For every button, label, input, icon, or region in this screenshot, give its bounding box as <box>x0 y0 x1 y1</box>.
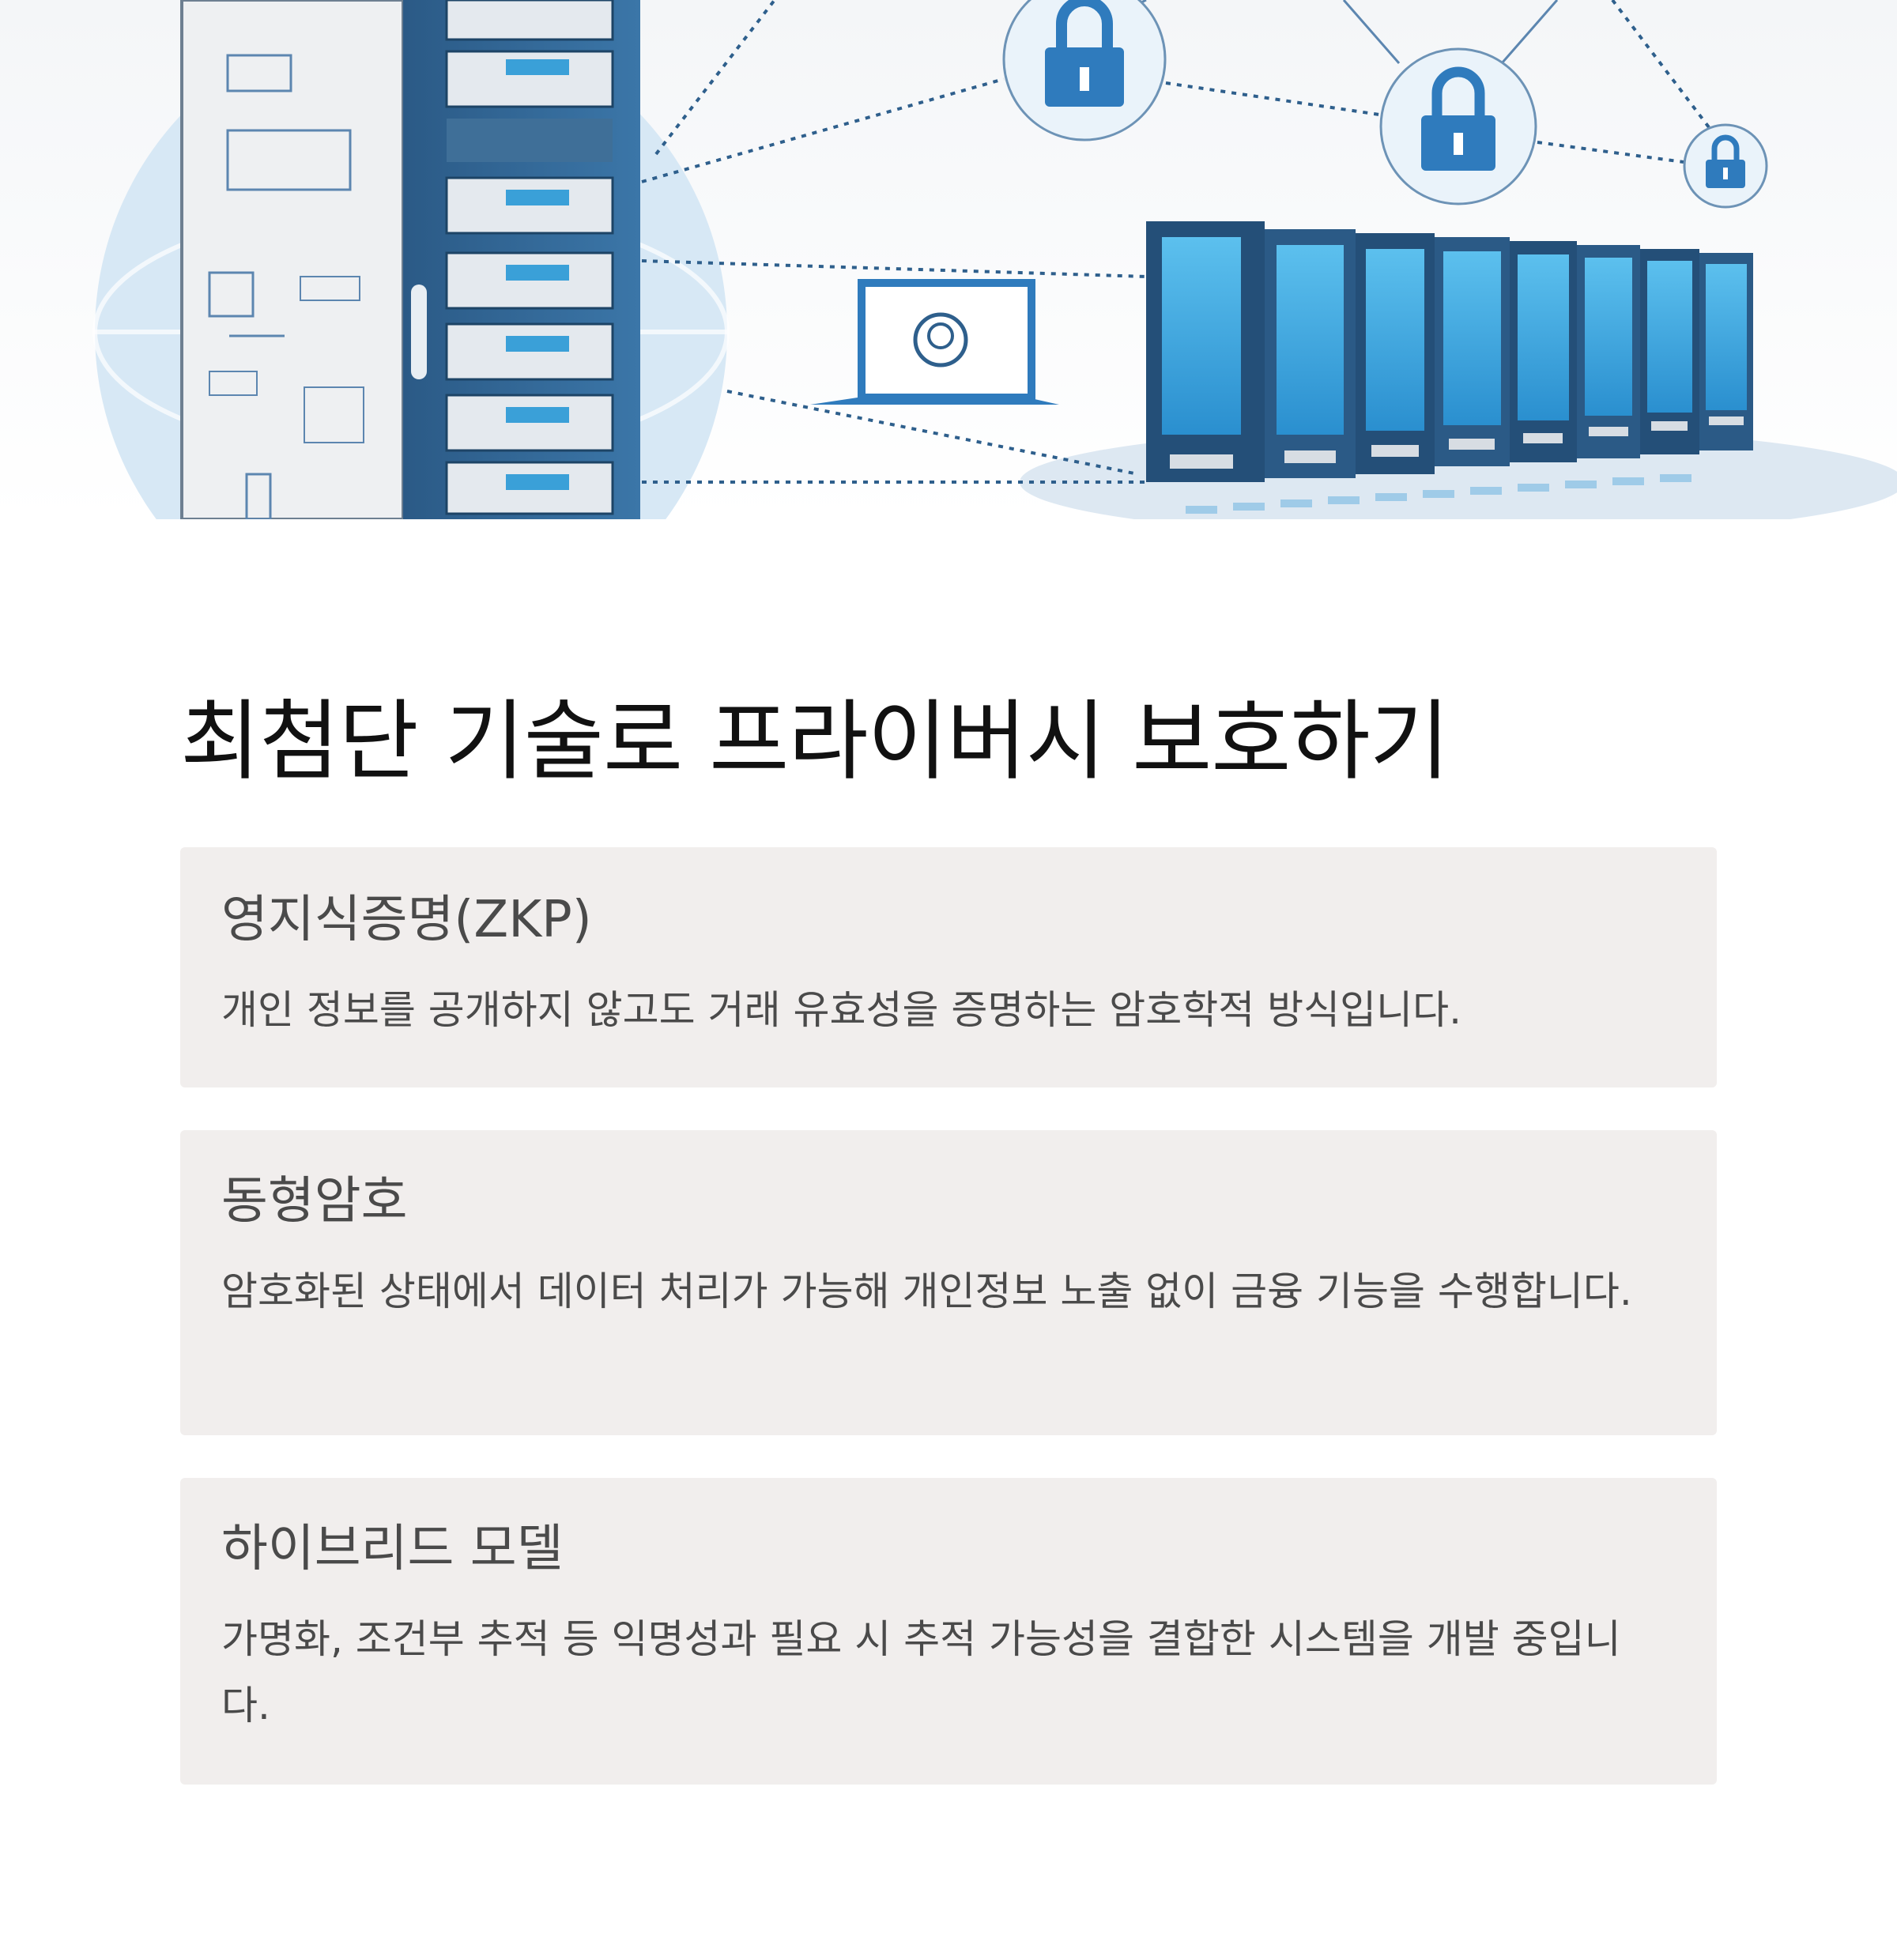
floor-tiles <box>1186 474 1691 514</box>
network-line-icon <box>641 0 1713 484</box>
feature-card-zkp: 영지식증명(ZKP) 개인 정보를 공개하지 않고도 거래 유효성을 증명하는 … <box>180 847 1717 1087</box>
server-row-icon <box>1146 221 1753 482</box>
panel-door <box>180 0 405 519</box>
card-title: 영지식증명(ZKP) <box>221 891 592 949</box>
lock-icon <box>1683 123 1768 209</box>
laptop-icon <box>810 279 1059 405</box>
card-title: 하이브리드 모델 <box>221 1520 564 1578</box>
feature-card-homomorphic-encryption: 동형암호 암호화된 상태에서 데이터 처리가 가능해 개인정보 노출 없이 금융… <box>180 1130 1717 1435</box>
card-title: 동형암호 <box>221 1172 408 1231</box>
feature-card-hybrid-model: 하이브리드 모델 가명화, 조건부 추적 등 익명성과 필요 시 추적 가능성을… <box>180 1478 1717 1785</box>
server-rack-icon <box>403 0 640 519</box>
page-title: 최첨단 기술로 프라이버시 보호하기 <box>180 691 1450 792</box>
lock-icon <box>1002 0 1167 141</box>
card-body: 개인 정보를 공개하지 않고도 거래 유효성을 증명하는 암호학적 방식입니다. <box>221 987 1462 1033</box>
card-body: 가명화, 조건부 추적 등 익명성과 필요 시 추적 가능성을 결합한 시스템을… <box>221 1616 1621 1728</box>
lock-icon <box>1379 47 1537 205</box>
card-body: 암호화된 상태에서 데이터 처리가 가능해 개인정보 노출 없이 금융 기능을 … <box>221 1268 1632 1314</box>
hero-illustration <box>0 0 1897 519</box>
